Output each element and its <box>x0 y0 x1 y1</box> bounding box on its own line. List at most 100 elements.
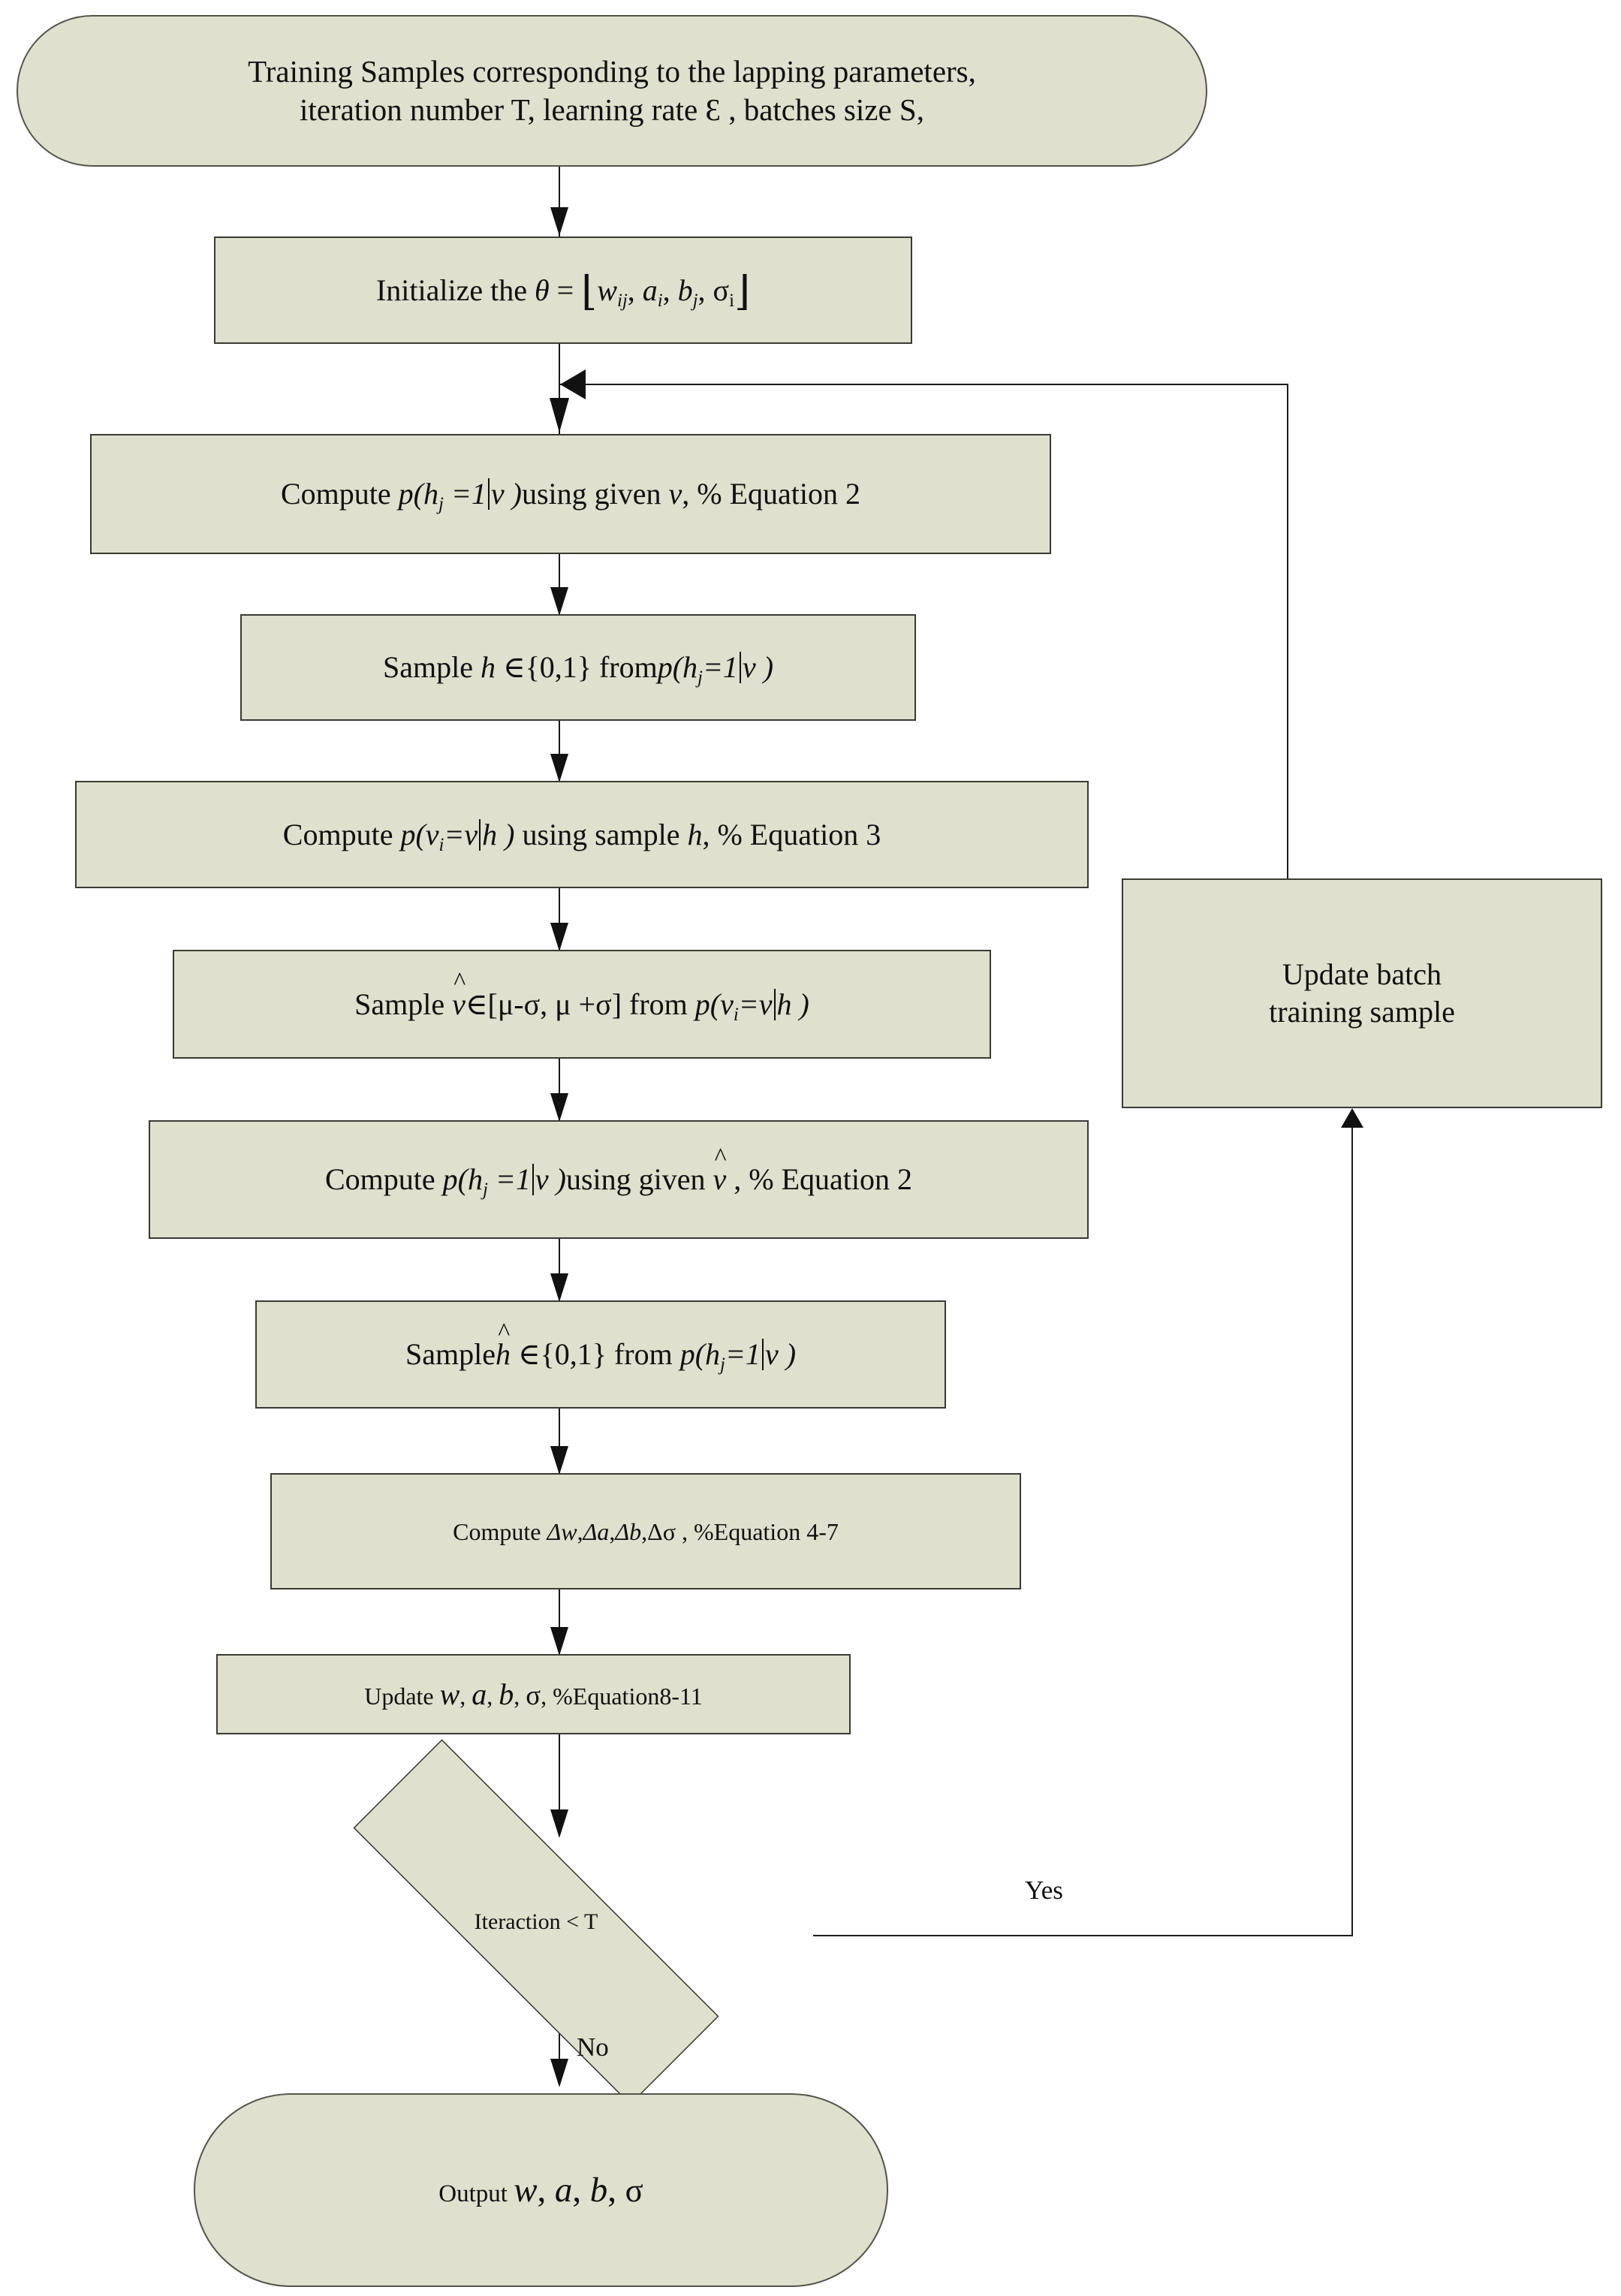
node-update-params[interactable]: Update w, a, b, σ, %Equation8-11 <box>216 1654 851 1734</box>
node-output-terminator[interactable]: Output w, a, b, σ <box>194 2093 888 2287</box>
update-var-a: a <box>472 1677 487 1711</box>
computeh2-close: ) <box>548 1162 566 1196</box>
computev-tail: , % Equation 3 <box>702 817 881 851</box>
compute1-sub: j <box>438 493 444 514</box>
node-decision[interactable]: Iteraction < T <box>259 1739 813 2105</box>
var-w-subscript: ij <box>616 290 628 311</box>
floor-bracket-open-icon: ⌊ <box>581 268 598 314</box>
samplevhat-p: p(v <box>694 987 734 1021</box>
edge-label-yes: Yes <box>1025 1876 1063 1905</box>
delta-sigma: Δσ <box>647 1517 676 1545</box>
connector-initialize-to-compute1 <box>559 344 560 434</box>
sep-1: , <box>627 273 643 307</box>
start-line-2-suffix: , batches size S, <box>720 92 924 127</box>
conditional-bar-icon <box>532 1164 534 1195</box>
sampleh-eq: =1 <box>702 650 738 684</box>
arrowhead-computev <box>550 754 568 782</box>
sampleh-close: ) <box>755 650 774 684</box>
conditional-bar-icon <box>479 818 481 851</box>
deltas-prefix: Compute <box>453 1517 547 1545</box>
update-var-b: b <box>499 1677 514 1711</box>
delta-a: Δa <box>583 1517 610 1545</box>
arrowhead-output <box>550 2059 568 2087</box>
samplevhat-eq: =v <box>738 987 773 1021</box>
connector-update-to-decision <box>559 1734 560 1833</box>
node-start-terminator[interactable]: Training Samples corresponding to the la… <box>17 15 1207 167</box>
conditional-bar-icon <box>773 988 776 1020</box>
arrowhead-deltas <box>550 1446 568 1475</box>
arrowhead-initialize <box>550 207 568 236</box>
output-var-a: a <box>554 2170 573 2210</box>
compute1-eq: =1 <box>443 477 487 511</box>
computeh2-tail: , % Equation 2 <box>726 1162 913 1196</box>
var-b-subscript: j <box>692 290 698 311</box>
deltas-sep-2: , <box>609 1517 616 1545</box>
node-update-batch[interactable]: Update batch training sample <box>1122 878 1602 1108</box>
update-batch-line-1: Update batch <box>1282 957 1442 991</box>
update-var-w: w <box>439 1677 460 1711</box>
computeh2-eq: =1 <box>487 1162 531 1196</box>
samplevhat-sub: i <box>733 1004 739 1025</box>
samplehhat-set: ∈{0,1} from <box>510 1337 680 1371</box>
delta-w: Δw <box>547 1517 577 1545</box>
computeh2-prefix: Compute <box>324 1162 443 1196</box>
sampleh-h: h <box>480 650 496 684</box>
samplehhat-eq: =1 <box>725 1337 761 1371</box>
node-sample-vhat[interactable]: Sample v∈[μ-σ, μ +σ] from p(vi=vh ) <box>173 950 991 1059</box>
compute1-v2: v <box>668 477 682 511</box>
updatep-prefix: Update <box>364 1682 440 1710</box>
compute1-tail: , % Equation 2 <box>682 477 861 511</box>
start-line-2: iteration number T, learning rate Ɛ , ba… <box>248 91 976 129</box>
arrowhead-decision <box>550 1809 568 1838</box>
arrowhead-samplehhat <box>550 1273 568 1302</box>
output-sep-2: , <box>572 2170 590 2210</box>
computev-sub: i <box>438 834 444 855</box>
connector-start-to-initialize <box>559 167 560 238</box>
samplehhat-prefix: Sample <box>405 1337 496 1371</box>
update-var-sigma: σ <box>526 1679 541 1710</box>
computev-eq: =v <box>444 817 478 851</box>
connector-feedback-horizontal <box>560 384 1288 385</box>
connector-feedback-vertical-top <box>1287 384 1288 880</box>
var-sigma: σ <box>713 273 730 307</box>
computeh2-sub: j <box>482 1179 488 1200</box>
compute1-v: v <box>490 477 505 511</box>
connector-computeh2-to-samplehhat <box>559 1239 560 1300</box>
var-a-subscript: i <box>657 290 663 311</box>
sep-3: , <box>698 273 713 307</box>
sampleh-prefix: Sample <box>382 650 481 684</box>
compute1-p: p(h <box>398 477 438 511</box>
arrowhead-compute1 <box>550 398 569 432</box>
var-w: w <box>597 273 617 307</box>
decision-label: Iteraction < T <box>474 1909 598 1934</box>
connector-sampleh-to-computev <box>559 721 560 781</box>
vhat-symbol: v <box>713 1161 727 1198</box>
connector-computev-to-samplevhat <box>559 888 560 950</box>
samplevhat-close: ) <box>791 987 809 1021</box>
sampleh-v: v <box>742 650 756 684</box>
sampleh-set: ∈{0,1} from <box>495 650 658 684</box>
node-compute-h-given-vhat[interactable]: Compute p(hj =1v )using given v , % Equa… <box>149 1120 1089 1239</box>
output-var-b: b <box>589 2170 608 2210</box>
conditional-bar-icon <box>739 652 741 683</box>
node-compute-deltas[interactable]: Compute Δw,Δa,Δb,Δσ , %Equation 4-7 <box>270 1473 1021 1589</box>
start-line-2-prefix: iteration number T, learning rate <box>300 92 706 127</box>
compute1-close: ) <box>504 477 522 511</box>
connector-yes-horizontal <box>813 1935 1353 1936</box>
var-a: a <box>642 273 658 307</box>
node-initialize[interactable]: Initialize the θ = ⌊wij, ai, bj, σi⌋ <box>214 237 912 344</box>
samplevhat-prefix: Sample <box>354 987 453 1021</box>
output-sep-3: , <box>607 2170 625 2210</box>
connector-yes-vertical <box>1351 1126 1353 1936</box>
updatep-tail: , %Equation8-11 <box>541 1682 703 1710</box>
updatep-sep-1: , <box>459 1682 472 1710</box>
arrowhead-sampleh <box>550 587 568 616</box>
deltas-sep-1: , <box>577 1517 583 1545</box>
epsilon-symbol: Ɛ <box>705 92 721 127</box>
computev-h: h <box>482 817 498 851</box>
